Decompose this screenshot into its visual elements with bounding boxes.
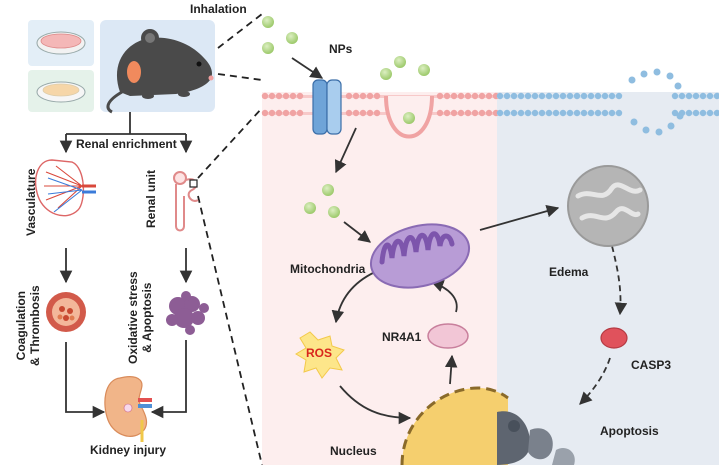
cell-membrane-blue: [496, 92, 719, 117]
injured-kidney-icon: [104, 376, 152, 442]
arrow-to-kidney-left: [65, 342, 106, 419]
arrow-inhalation-to-channel: [291, 57, 324, 79]
arrow-nucleus-to-nr4a1: [444, 354, 458, 385]
label-apoptosis: Apoptosis: [600, 424, 659, 438]
zoom-line-bottom: [217, 73, 263, 81]
nephron-icon: [173, 171, 199, 232]
renal-enrichment-branch: [59, 112, 193, 154]
arrow-casp3-to-apoptosis: [579, 357, 611, 405]
label-ros: ROS: [306, 346, 333, 360]
label-coagulation-thrombosis: Coagulation & Thrombosis: [14, 285, 42, 366]
nucleus-icon: [400, 386, 509, 466]
arrow-mitochondria-to-ros: [331, 271, 376, 324]
label-casp3: CASP3: [631, 358, 672, 372]
arrow-nps-to-mitochondria: [343, 221, 371, 243]
thrombosis-vessel-icon: [46, 292, 86, 332]
arrow-mitochondria-to-edema: [479, 205, 560, 231]
label-nr4a1: NR4A1: [382, 330, 422, 344]
label-mitochondria: Mitochondria: [290, 262, 366, 276]
label-inhalation: Inhalation: [190, 2, 247, 16]
endocytosis-vesicle-icon: [384, 95, 434, 139]
label-nps: NPs: [329, 42, 353, 56]
label-renal-unit: Renal unit: [144, 169, 158, 228]
zoom-line-top: [217, 13, 263, 49]
label-kidney-injury: Kidney injury: [90, 443, 167, 457]
nanoparticles-group: [262, 16, 430, 218]
arrow-channel-to-cytoplasm: [334, 127, 357, 174]
membrane-channel-icon: [312, 79, 342, 135]
label-oxidative-stress-apoptosis: Oxidative stress & Apoptosis: [126, 271, 154, 364]
label-nucleus: Nucleus: [330, 444, 377, 458]
arrow-ros-to-nucleus: [339, 385, 412, 425]
cell-membrane-pink: [261, 92, 500, 117]
mitochondrion-icon: [369, 223, 471, 289]
apoptotic-cell-cluster-icon: [166, 291, 209, 335]
zoom-line-renal-top: [197, 107, 263, 179]
nr4a1-protein-icon: [427, 323, 469, 349]
label-vasculature: Vasculature: [24, 168, 38, 236]
label-edema: Edema: [549, 265, 589, 279]
zoom-line-renal-bottom: [197, 195, 263, 466]
arrow-to-kidney-right: [150, 340, 187, 419]
disrupted-membrane-pore: [628, 68, 684, 136]
label-renal-enrichment: Renal enrichment: [76, 137, 177, 151]
arrow-edema-to-casp3: [611, 245, 628, 316]
ros-burst-icon: [295, 331, 345, 379]
swollen-mitochondrion-icon: [567, 165, 649, 247]
vasculature-kidney-icon: [34, 159, 96, 217]
apoptotic-fragments-icon: [497, 411, 575, 465]
arrow-nr4a1-to-mitochondria: [430, 280, 458, 313]
casp3-protein-icon: [600, 327, 628, 349]
cell-panel-blue: [497, 92, 719, 465]
mouse-icon: [106, 29, 214, 114]
